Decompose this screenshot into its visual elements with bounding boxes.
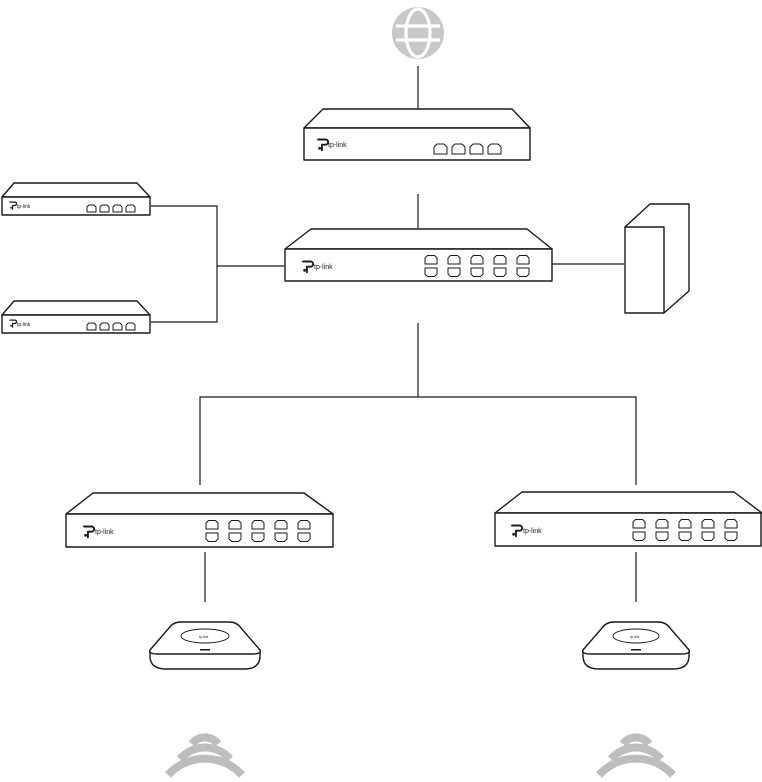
link-trunk-left <box>199 396 418 485</box>
wifi-signal-icon <box>165 733 245 778</box>
access-point-right: tp-link <box>581 621 691 670</box>
brand-label: tp-link <box>199 635 209 639</box>
connection-lines <box>151 66 637 602</box>
core-switch: tp-link <box>284 228 553 282</box>
link-trunk-right <box>418 396 637 485</box>
brand-label: tp-link <box>17 322 31 328</box>
ethernet-ports <box>424 255 530 277</box>
controller-bottom: tp-link <box>1 300 151 334</box>
brand-label: tp-link <box>328 142 347 149</box>
ethernet-ports <box>205 520 311 542</box>
server-icon <box>624 203 690 314</box>
brand-label: tp-link <box>17 204 31 210</box>
ethernet-ports <box>632 519 738 541</box>
access-switch-right: tp-link <box>494 491 762 547</box>
brand-label: tp-link <box>95 529 114 536</box>
brand-label: tp-link <box>314 264 333 271</box>
brand-label: tp-link <box>630 635 640 639</box>
brand-label: tp-link <box>523 528 542 535</box>
link-controller-bottom <box>151 266 218 323</box>
controller-top: tp-link <box>1 182 151 216</box>
ethernet-ports <box>433 143 502 155</box>
wifi-signal-icon <box>596 733 676 778</box>
link-controller-top <box>151 205 218 266</box>
access-switch-left: tp-link <box>65 492 334 548</box>
gateway-router: tp-link <box>303 108 531 161</box>
ethernet-ports <box>86 204 136 213</box>
globe-icon <box>392 7 444 59</box>
ethernet-ports <box>86 322 136 331</box>
access-point-left: tp-link <box>148 621 262 670</box>
